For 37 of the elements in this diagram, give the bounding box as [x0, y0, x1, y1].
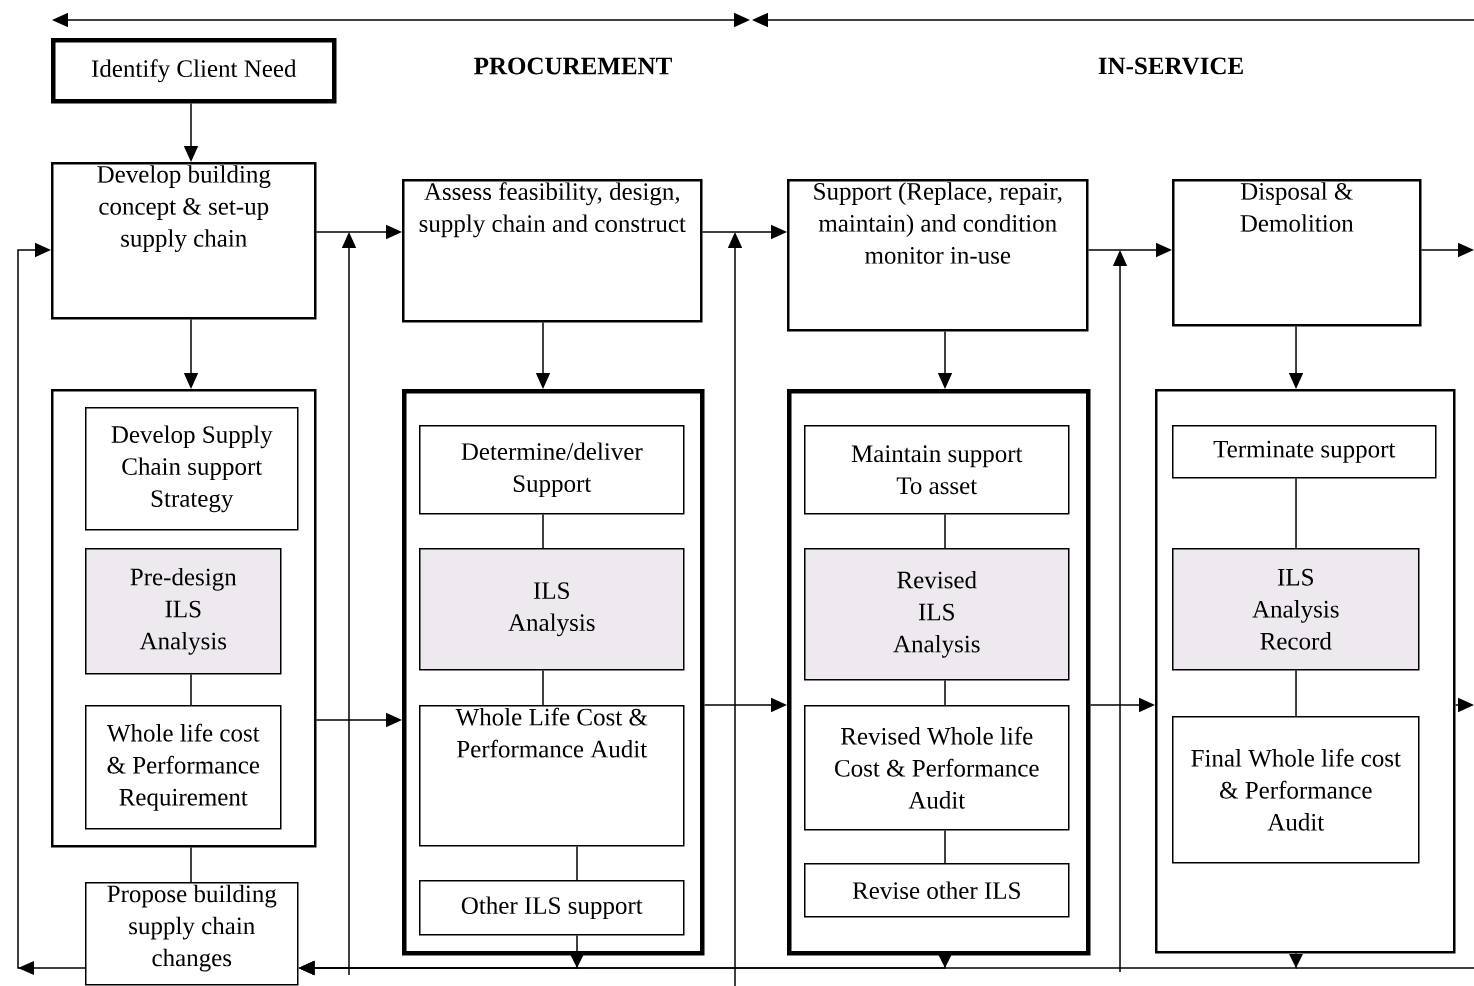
group-box [1155, 389, 1456, 954]
connector-line [1295, 669, 1297, 717]
task-box: Whole life cost & Performance Requirement [85, 705, 282, 830]
arrow [17, 242, 86, 975]
task-box: Terminate support [1172, 425, 1437, 479]
connector-line [944, 513, 946, 549]
task-box: Revise other ILS [804, 863, 1070, 918]
process-box: Propose building supply chain changes [85, 882, 299, 986]
task-box: Maintain support To asset [804, 425, 1070, 515]
task-box: Final Whole life cost & Performance Audit [1172, 716, 1420, 864]
connector-line [190, 846, 192, 883]
connector-line [576, 845, 578, 881]
task-box: Whole Life Cost & Performance Audit [419, 705, 685, 847]
stage-box: Develop building concept & set-up supply chain [51, 162, 317, 320]
stage-box: Assess feasibility, design, supply chain and construct [402, 179, 703, 323]
connector-line [542, 669, 544, 706]
process-box: Identify Client Need [51, 38, 337, 104]
task-box: Determine/deliver Support [419, 425, 685, 515]
connector-line [542, 513, 544, 549]
group-box [51, 389, 317, 848]
connector-line [190, 673, 192, 706]
analysis-box: Pre-design ILS Analysis [85, 548, 282, 675]
phase-heading: IN-SERVICE [1098, 57, 1243, 75]
phase-heading: PROCUREMENT [474, 57, 672, 75]
analysis-box: ILS Analysis [419, 548, 685, 671]
connector-line [944, 829, 946, 864]
stage-box: Support (Replace, repair, maintain) and condition monitor in-use [787, 179, 1089, 332]
analysis-box: Revised ILS Analysis [804, 548, 1070, 681]
connector-line [944, 679, 946, 706]
task-box: Develop Supply Chain support Strategy [85, 407, 299, 531]
stage-box: Disposal & Demolition [1172, 179, 1422, 327]
analysis-box: ILS Analysis Record [1172, 548, 1420, 671]
task-box: Other ILS support [419, 880, 685, 936]
task-box: Revised Whole life Cost & Performance Audit [804, 705, 1070, 831]
group-box [787, 389, 1091, 956]
connector-line [1295, 477, 1297, 549]
group-box [402, 389, 705, 956]
